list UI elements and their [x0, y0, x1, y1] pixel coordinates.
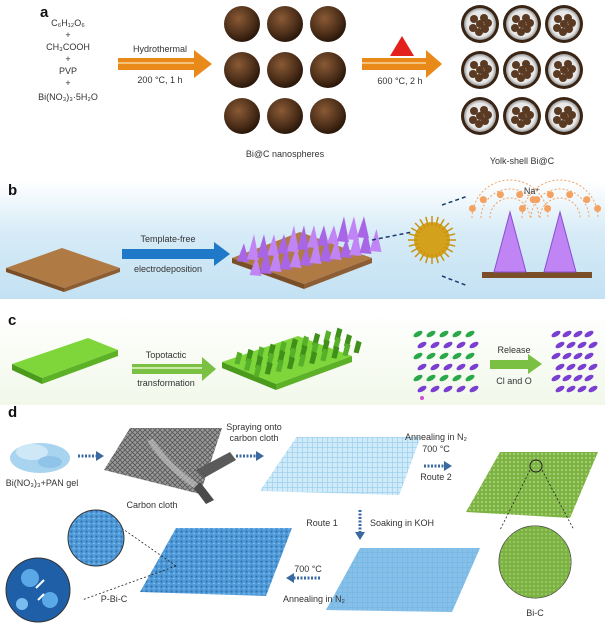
yolk-shell-sphere	[545, 5, 583, 43]
yolk-shell-grid	[461, 5, 583, 135]
bi-c-cloth	[466, 452, 598, 598]
urchin-particle	[408, 216, 456, 264]
spray-label-2: carbon cloth	[229, 433, 278, 444]
sprayed-carbon-cloth	[258, 436, 422, 496]
reagent-pvp: PVP	[59, 66, 77, 77]
panel-letter-d: d	[8, 404, 17, 421]
panel-b	[0, 180, 605, 299]
hydrothermal-label: Hydrothermal	[133, 44, 187, 55]
gel-blob	[10, 443, 70, 473]
reagent-glucose: C₆H₁₂O₆	[51, 18, 85, 29]
anneal-route2-label-1: Annealing in N₂	[405, 432, 467, 443]
sodium-ion	[583, 196, 590, 203]
template-free-label: Template-free	[140, 234, 195, 245]
bic-nanospheres-label: Bi@C nanospheres	[246, 149, 324, 160]
route1-label: Route 1	[306, 518, 338, 529]
sodium-ion	[516, 191, 523, 198]
electrodeposition-label: electrodeposition	[134, 264, 202, 275]
sodium-ion	[530, 196, 537, 203]
yolk-shell-sphere	[461, 51, 499, 89]
panel-letter-c: c	[8, 312, 16, 329]
p-bi-c-label: P-Bi-C	[101, 594, 128, 605]
reagent-bismuth-nitrate: Bi(NO₃)₃·5H₂O	[38, 92, 98, 103]
bic-nanospheres-grid	[224, 6, 346, 134]
sodium-ion	[547, 191, 554, 198]
p-bi-c-cloth	[6, 510, 292, 622]
sodium-ion	[519, 205, 526, 212]
yolk-shell-sphere	[503, 5, 541, 43]
release-label: Release	[497, 345, 530, 356]
reagent-plus-3: +	[65, 78, 70, 89]
yolk-shell-sphere	[545, 51, 583, 89]
yolk-shell-sphere	[503, 97, 541, 135]
sodium-ion	[480, 196, 487, 203]
route2-arrow	[424, 461, 452, 471]
carbon-cloth-label: Carbon cloth	[126, 500, 177, 511]
sodium-ion	[497, 191, 504, 198]
sodium-ion	[566, 191, 573, 198]
soaked-carbon-cloth	[326, 548, 480, 612]
yolk-shell-sphere	[461, 5, 499, 43]
route2-label: Route 2	[420, 472, 452, 483]
reagent-plus-2: +	[65, 54, 70, 65]
anneal-route1-label-1: 700 °C	[294, 564, 322, 575]
panel-a	[118, 5, 583, 135]
reagent-plus-1: +	[65, 30, 70, 41]
yolk-shell-sphere	[461, 97, 499, 135]
hydrothermal-condition: 200 °C, 1 h	[137, 75, 182, 86]
yolk-shell-sphere	[503, 51, 541, 89]
spray-arrow	[236, 451, 264, 461]
sodium-ion	[594, 205, 601, 212]
sodium-ion-label: Na⁺	[524, 186, 540, 197]
anneal-route1-label-2: Annealing in N₂	[283, 594, 345, 605]
transformation-label: transformation	[137, 378, 195, 389]
panel-d	[6, 428, 598, 622]
spray-label-1: Spraying onto	[226, 422, 282, 433]
sodium-ion	[544, 205, 551, 212]
route1-arrow	[355, 510, 365, 540]
reagent-acetic-acid: CH₃COOH	[46, 42, 90, 53]
sodium-ion	[469, 205, 476, 212]
gel-to-cloth-arrow	[78, 451, 104, 461]
panel-c	[0, 313, 605, 405]
annealing-condition: 600 °C, 2 h	[377, 76, 422, 87]
gel-label: Bi(NO₃)₃+PAN gel	[6, 478, 78, 489]
topotactic-label: Topotactic	[146, 350, 187, 361]
yolk-shell-sphere	[545, 97, 583, 135]
panel-letter-b: b	[8, 182, 17, 199]
released-species-label: Cl and O	[496, 376, 532, 387]
carbon-cloth	[104, 428, 236, 504]
panel-letter-a: a	[40, 4, 48, 21]
bi-c-label: Bi-C	[526, 608, 544, 619]
anneal-route2-label-2: 700 °C	[422, 444, 450, 455]
yolk-shell-label: Yolk-shell Bi@C	[490, 156, 554, 167]
annealing-arrow	[362, 36, 442, 78]
soaking-label: Soaking in KOH	[370, 518, 434, 529]
